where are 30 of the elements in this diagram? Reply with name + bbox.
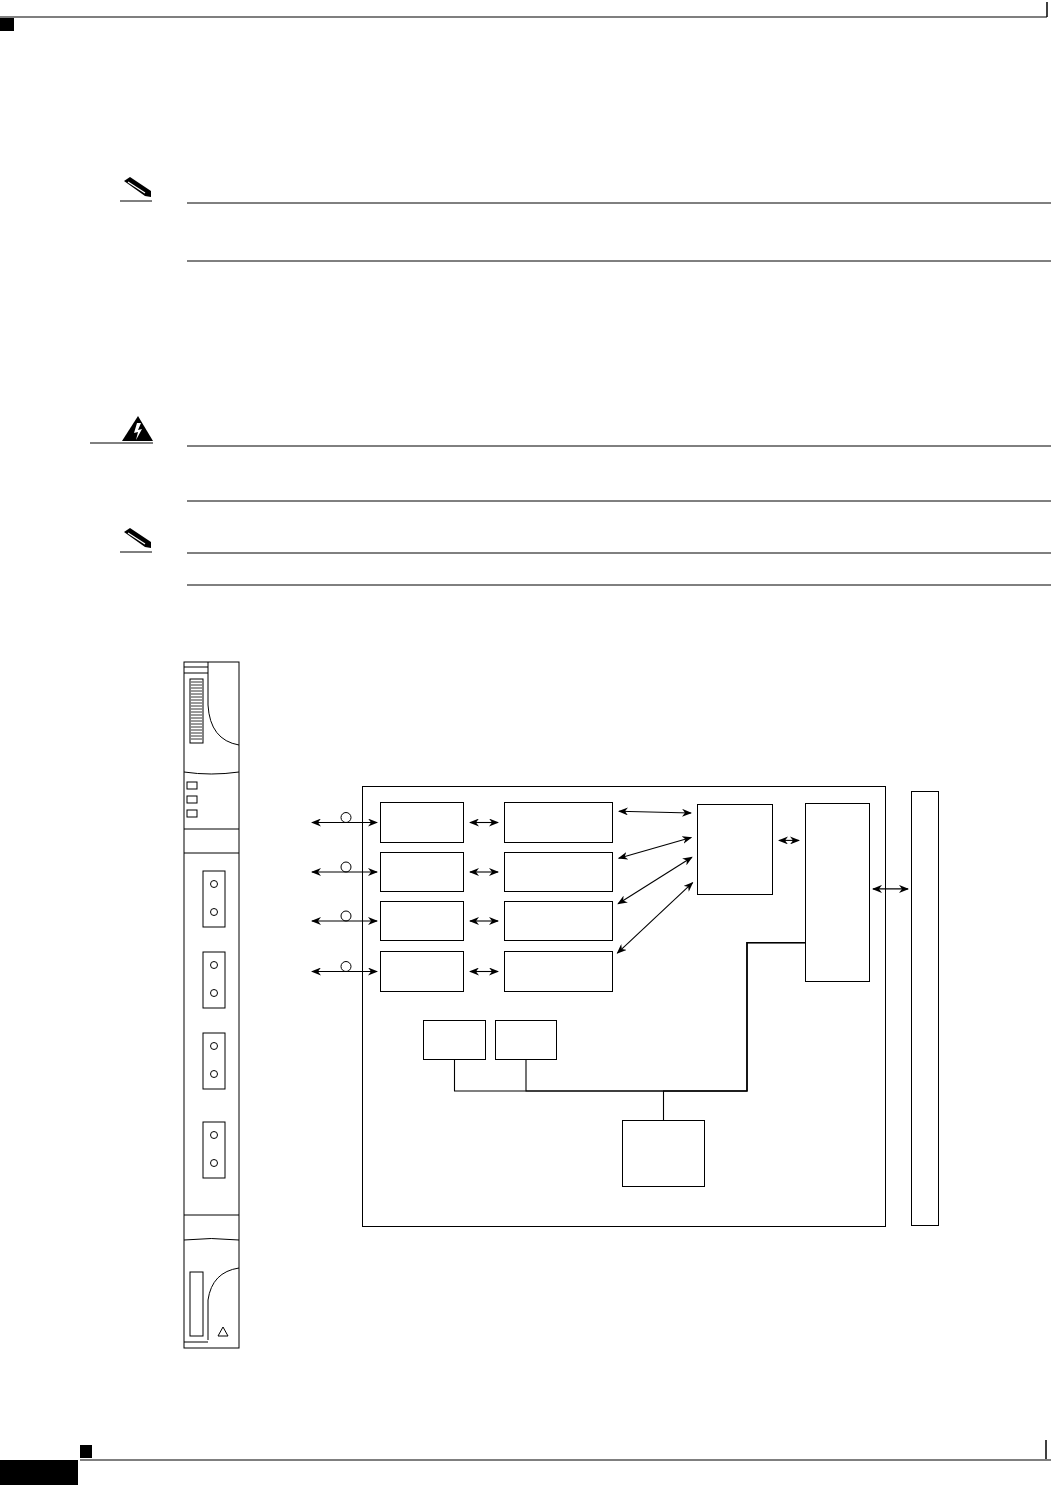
double-arrow <box>469 967 499 976</box>
block-box <box>379 900 464 941</box>
double-arrow <box>469 868 499 876</box>
double-arrow <box>617 836 693 860</box>
block-box <box>379 851 464 892</box>
double-arrow <box>311 917 378 925</box>
block-box <box>621 1119 705 1187</box>
double-arrow <box>618 807 692 817</box>
double-arrow <box>872 884 909 893</box>
block-box <box>494 1019 557 1060</box>
double-arrow <box>311 868 378 876</box>
connector-line <box>662 942 806 1121</box>
block-box <box>422 1019 486 1060</box>
double-arrow <box>311 818 378 827</box>
double-arrow <box>311 967 378 976</box>
block-box <box>379 801 464 843</box>
block-box <box>503 801 613 843</box>
board-outline <box>362 786 886 1227</box>
block-box <box>696 803 773 895</box>
double-arrow <box>616 882 694 954</box>
backplane-bar <box>911 791 939 1226</box>
block-box <box>503 851 613 892</box>
double-arrow <box>469 917 499 925</box>
block-box <box>804 802 870 982</box>
block-box <box>503 900 613 941</box>
double-arrow <box>469 818 499 827</box>
block-box <box>379 950 464 992</box>
double-arrow <box>617 856 693 905</box>
block-box <box>503 950 613 992</box>
double-arrow <box>778 836 800 845</box>
